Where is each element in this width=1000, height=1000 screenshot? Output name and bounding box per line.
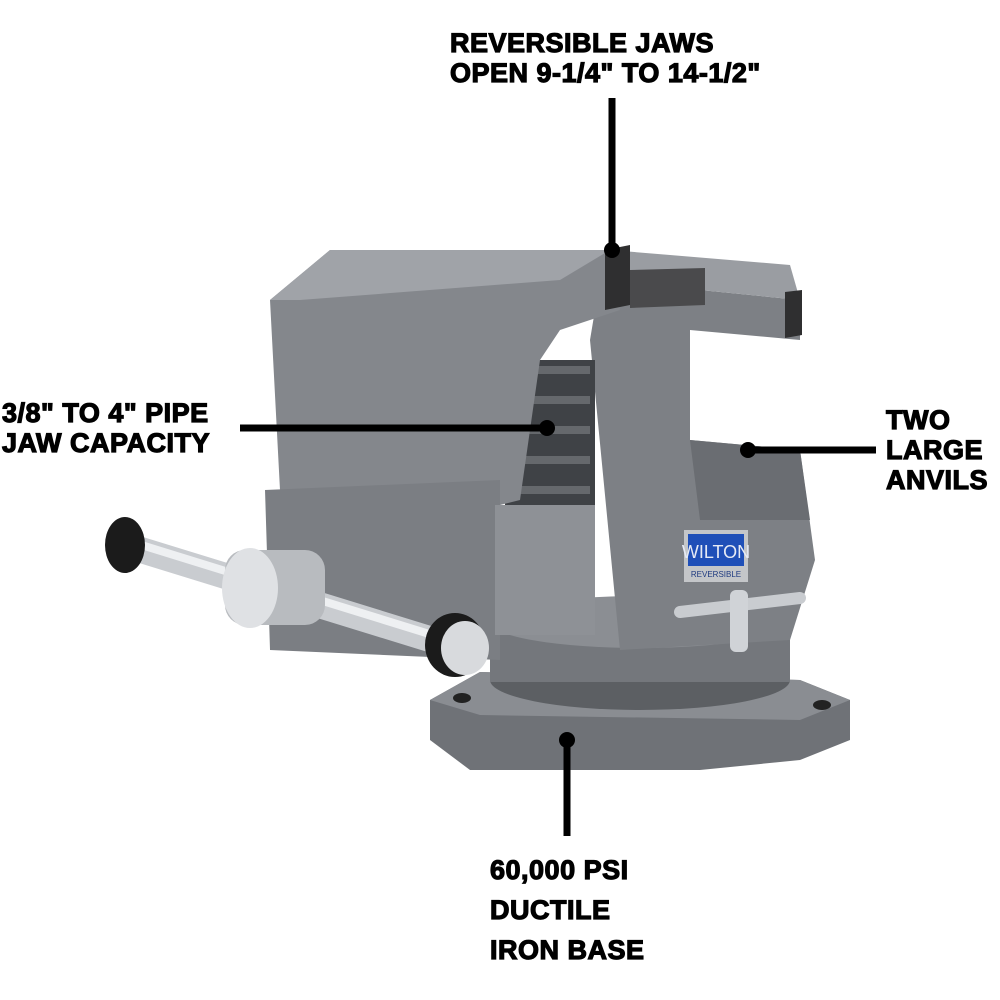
svg-text:REVERSIBLE: REVERSIBLE (691, 570, 741, 579)
swivel-lock-handle (674, 590, 806, 652)
callout-text: DUCTILE (489, 894, 611, 925)
callout-text: 3/8" TO 4" PIPE (1, 397, 209, 428)
callout-reversible-jaws: REVERSIBLE JAWS OPEN 9-1/4" TO 14-1/2" (449, 27, 761, 88)
callout-line-pipe (240, 420, 555, 436)
callout-ductile-iron-base: 60,000 PSI DUCTILE IRON BASE (489, 850, 645, 970)
callout-line-jaws (604, 98, 620, 258)
callout-text: ANVILS (885, 464, 989, 495)
callout-line-base (559, 732, 575, 836)
callout-pipe-jaw-capacity: 3/8" TO 4" PIPE JAW CAPACITY (1, 397, 211, 458)
wilton-logo-badge: WILTON REVERSIBLE (682, 530, 750, 582)
callout-text: LARGE (885, 434, 983, 465)
callout-text: REVERSIBLE JAWS (449, 27, 715, 58)
callout-text: IRON BASE (489, 934, 645, 965)
callout-line-anvils (740, 442, 876, 458)
callout-two-large-anvils: TWO LARGE ANVILS (885, 404, 989, 495)
callout-text: 60,000 PSI (489, 854, 629, 885)
callout-text: TWO (885, 404, 951, 435)
jaw-plates (605, 245, 802, 338)
movable-jaw (265, 250, 620, 660)
vise-handle (105, 517, 489, 677)
svg-text:WILTON: WILTON (682, 542, 750, 562)
callout-text: JAW CAPACITY (1, 427, 211, 458)
callout-text: OPEN 9-1/4" TO 14-1/2" (449, 57, 761, 88)
